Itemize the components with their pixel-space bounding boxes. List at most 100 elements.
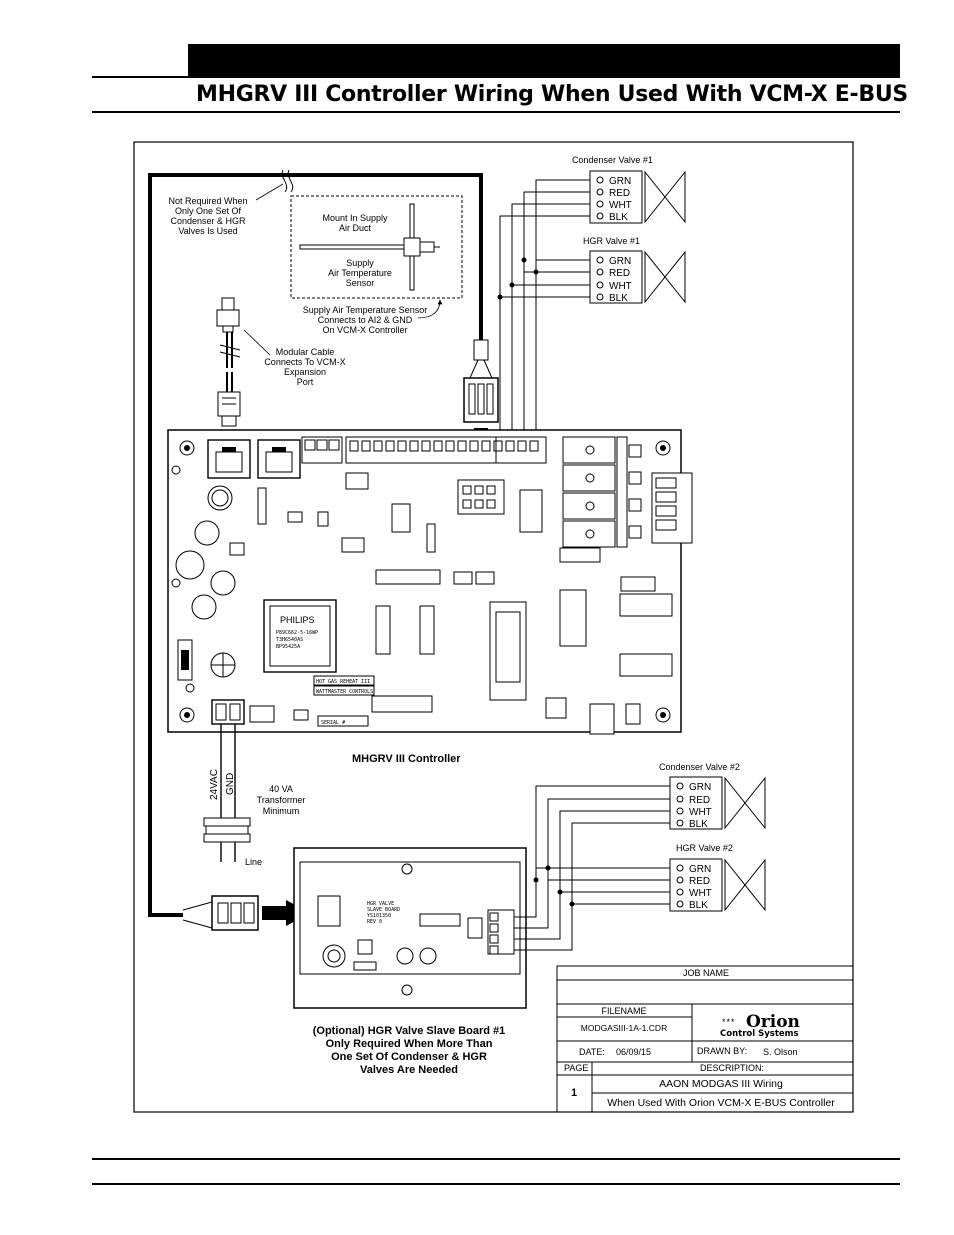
terminal-slot bbox=[409, 440, 419, 452]
svg-text:Condenser & HGR: Condenser & HGR bbox=[170, 216, 246, 226]
hgr-valve-1: HGR Valve #1 GRN RED WHT BLK bbox=[583, 236, 686, 304]
svg-text:Only Required When More Than: Only Required When More Than bbox=[326, 1038, 493, 1050]
title-block-text: JOB NAME FILENAME MODGASIII-1A-1.CDR DAT… bbox=[564, 968, 835, 1109]
slave-board-note: (Optional) HGR Valve Slave Board #1 Only… bbox=[313, 1025, 506, 1076]
svg-text:Connects to AI2 & GND: Connects to AI2 & GND bbox=[318, 315, 413, 325]
mhgrv-controller-board: PHILIPS P89C662-5-16WP T3H6540AS BP95425… bbox=[167, 429, 693, 735]
svg-text:DATE:: DATE: bbox=[579, 1047, 605, 1057]
svg-text:P89C662-5-16WP: P89C662-5-16WP bbox=[276, 630, 318, 636]
svg-text:BLK: BLK bbox=[609, 212, 628, 223]
svg-text:BLK: BLK bbox=[689, 819, 708, 830]
hgr-valve-2: HGR Valve #2 GRN RED WHT BLK bbox=[669, 843, 766, 912]
svg-text:(Optional) HGR Valve Slave Boa: (Optional) HGR Valve Slave Board #1 bbox=[313, 1025, 506, 1037]
svg-text:WATTMASTER CONTROLS: WATTMASTER CONTROLS bbox=[316, 689, 373, 695]
header-bar bbox=[188, 44, 900, 78]
philips-marking: PHILIPS bbox=[280, 615, 315, 625]
svg-text:Sensor: Sensor bbox=[346, 278, 375, 288]
ebus-cable bbox=[148, 169, 483, 917]
terminal-slot bbox=[505, 440, 515, 452]
svg-text:Valves Are Needed: Valves Are Needed bbox=[360, 1064, 458, 1076]
svg-text:1: 1 bbox=[571, 1087, 577, 1099]
svg-text:Condenser Valve #2: Condenser Valve #2 bbox=[659, 762, 740, 772]
svg-text:One Set Of Condenser & HGR: One Set Of Condenser & HGR bbox=[331, 1051, 487, 1063]
orion-logo: Orion bbox=[746, 1012, 800, 1032]
hgr-slave-board: HGR VALVE SLAVE BOARD YS101350 REV 0 bbox=[293, 847, 527, 1009]
svg-text:Connects To VCM-X: Connects To VCM-X bbox=[264, 357, 345, 367]
svg-text:SLAVE BOARD: SLAVE BOARD bbox=[367, 907, 400, 913]
svg-text:T3H6540AS: T3H6540AS bbox=[276, 637, 303, 643]
svg-text:REV 0: REV 0 bbox=[367, 919, 382, 925]
svg-text:06/09/15: 06/09/15 bbox=[616, 1047, 651, 1057]
svg-text:WHT: WHT bbox=[689, 888, 712, 899]
svg-text:RED: RED bbox=[689, 876, 710, 887]
terminal-slot bbox=[493, 440, 503, 452]
svg-text:AAON MODGAS III Wiring: AAON MODGAS III Wiring bbox=[659, 1078, 783, 1090]
svg-text:WHT: WHT bbox=[609, 281, 632, 292]
svg-text:WHT: WHT bbox=[609, 200, 632, 211]
svg-text:Mount In Supply: Mount In Supply bbox=[322, 213, 388, 223]
svg-text:YS101350: YS101350 bbox=[367, 913, 391, 919]
svg-text:S. Olson: S. Olson bbox=[763, 1047, 798, 1057]
terminal-slot bbox=[481, 440, 491, 452]
orion-logo-sub: Control Systems bbox=[720, 1029, 799, 1039]
svg-text:When Used With Orion VCM-X E-B: When Used With Orion VCM-X E-BUS Control… bbox=[607, 1097, 835, 1109]
supply-air-duct: Mount In Supply Air Duct Supply Air Temp… bbox=[290, 195, 463, 335]
terminal-slot bbox=[457, 440, 467, 452]
page-title: MHGRV III Controller Wiring When Used Wi… bbox=[196, 82, 908, 107]
svg-text:40 VA: 40 VA bbox=[269, 784, 293, 794]
svg-text:Not Required When: Not Required When bbox=[168, 196, 247, 206]
svg-text:DESCRIPTION:: DESCRIPTION: bbox=[700, 1063, 764, 1073]
ebus-plug-slave bbox=[182, 895, 310, 931]
svg-text:GRN: GRN bbox=[689, 782, 711, 793]
svg-text:HGR Valve #1: HGR Valve #1 bbox=[583, 236, 640, 246]
svg-text:RED: RED bbox=[609, 188, 630, 199]
terminal-slot bbox=[349, 440, 359, 452]
terminal-slot bbox=[433, 440, 443, 452]
svg-text:RED: RED bbox=[609, 268, 630, 279]
svg-text:Only One Set Of: Only One Set Of bbox=[175, 206, 242, 216]
valve-wires-set2 bbox=[514, 785, 676, 951]
svg-text:Air Temperature: Air Temperature bbox=[328, 268, 392, 278]
svg-text:GRN: GRN bbox=[609, 176, 631, 187]
terminal-slot bbox=[529, 440, 539, 452]
svg-text:Minimum: Minimum bbox=[263, 806, 300, 816]
svg-text:BLK: BLK bbox=[609, 293, 628, 304]
terminal-slot bbox=[517, 440, 527, 452]
svg-text:HGR VALVE: HGR VALVE bbox=[367, 901, 394, 907]
svg-text:On VCM-X Controller: On VCM-X Controller bbox=[322, 325, 407, 335]
svg-text:MODGASIII-1A-1.CDR: MODGASIII-1A-1.CDR bbox=[581, 1023, 667, 1033]
svg-text:Condenser Valve #1: Condenser Valve #1 bbox=[572, 155, 653, 165]
svg-text:GRN: GRN bbox=[689, 864, 711, 875]
controller-name: MHGRV III Controller bbox=[352, 753, 461, 765]
svg-text:PAGE: PAGE bbox=[564, 1063, 588, 1073]
svg-text:Air Duct: Air Duct bbox=[339, 223, 372, 233]
terminal-slot bbox=[361, 440, 371, 452]
svg-text:Supply Air Temperature Sensor: Supply Air Temperature Sensor bbox=[303, 305, 427, 315]
not-required-note: Not Required When Only One Set Of Conden… bbox=[168, 183, 284, 236]
svg-text:FILENAME: FILENAME bbox=[601, 1006, 646, 1016]
svg-text:HOT GAS REHEAT III: HOT GAS REHEAT III bbox=[316, 679, 370, 685]
terminal-slot bbox=[385, 440, 395, 452]
title-block bbox=[556, 965, 854, 1113]
svg-text:RED: RED bbox=[689, 795, 710, 806]
valve-wires-set1 bbox=[497, 179, 597, 440]
svg-text:HGR Valve #2: HGR Valve #2 bbox=[676, 843, 733, 853]
condenser-valve-1: Condenser Valve #1 GRN RED WHT BLK bbox=[572, 155, 686, 224]
svg-text:WHT: WHT bbox=[689, 807, 712, 818]
logo-stars: *** bbox=[722, 1017, 736, 1027]
svg-text:JOB NAME: JOB NAME bbox=[683, 968, 729, 978]
modular-cable: Modular Cable Connects To VCM-X Expansio… bbox=[216, 297, 346, 427]
svg-text:Supply: Supply bbox=[346, 258, 374, 268]
power-wiring: 24VAC GND 40 VA Transformer Minimum Line bbox=[203, 724, 305, 867]
footer-rule-top bbox=[92, 1158, 900, 1160]
svg-text:24VAC: 24VAC bbox=[209, 769, 220, 800]
svg-text:Line: Line bbox=[245, 857, 262, 867]
terminal-slot bbox=[397, 440, 407, 452]
terminal-slot bbox=[469, 440, 479, 452]
terminal-slot bbox=[445, 440, 455, 452]
header-rule bbox=[92, 76, 900, 78]
svg-text:GRN: GRN bbox=[609, 256, 631, 267]
svg-text:BLK: BLK bbox=[689, 900, 708, 911]
svg-text:BP95425A: BP95425A bbox=[276, 644, 300, 650]
